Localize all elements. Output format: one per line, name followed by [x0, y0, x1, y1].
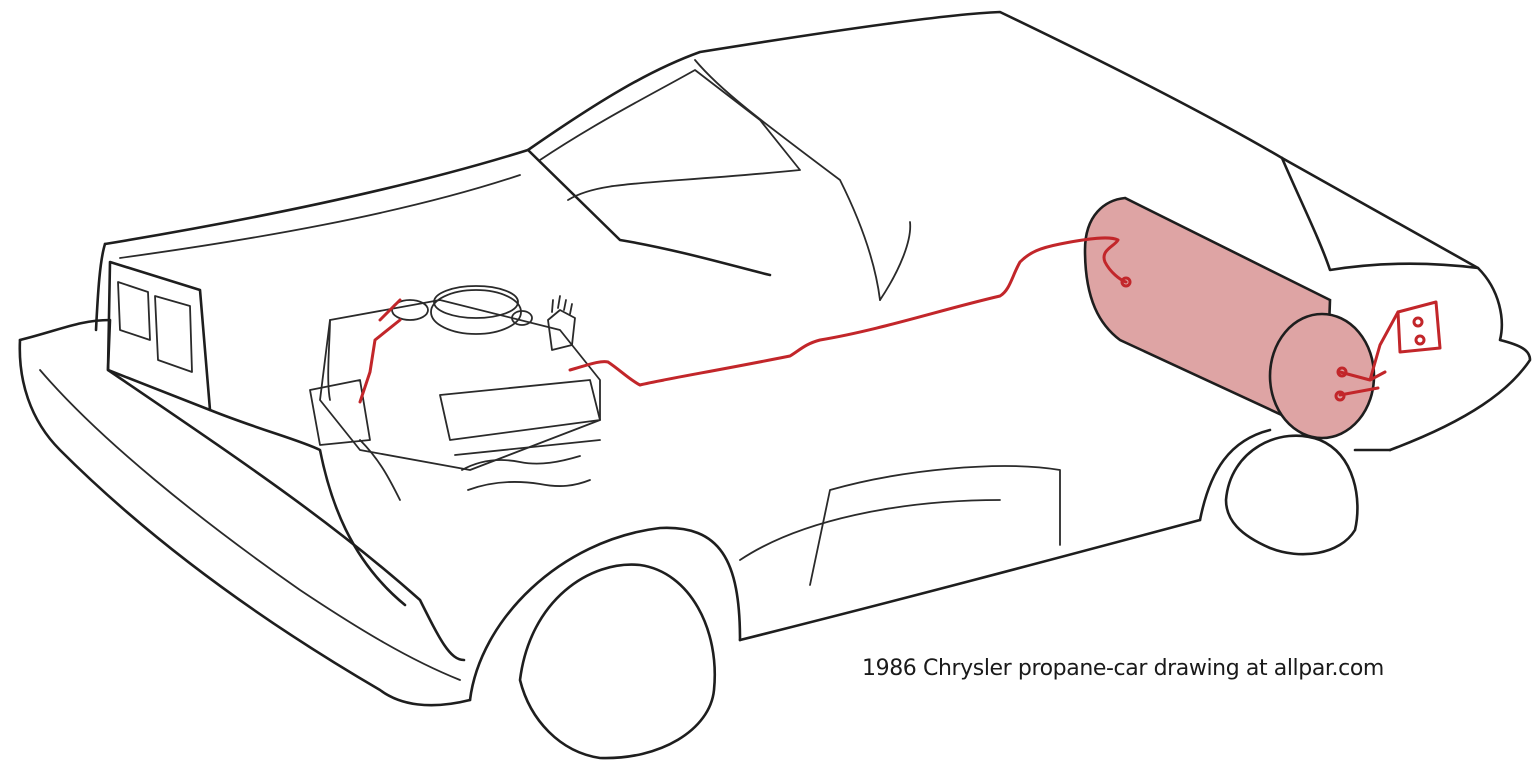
windshield-frame — [540, 70, 800, 200]
windshield — [528, 150, 770, 275]
hood-top — [105, 150, 528, 244]
headlight-left — [118, 282, 150, 340]
fuel-line — [360, 238, 1130, 402]
propane-supply-line — [570, 238, 1126, 385]
exhaust-pipe-2 — [468, 480, 590, 490]
hood-crease — [120, 175, 520, 258]
roof-line — [528, 12, 1282, 158]
exhaust-manifold — [455, 440, 600, 455]
vaporizer-line — [360, 320, 400, 402]
b-pillar — [880, 222, 910, 300]
bumper-lower — [20, 340, 470, 705]
image-caption: 1986 Chrysler propane-car drawing at all… — [862, 656, 1384, 681]
front-wheel-arch — [470, 528, 740, 700]
grille-top — [96, 244, 105, 330]
bracket-hole-2 — [1416, 336, 1424, 344]
engine-belt — [360, 440, 400, 500]
propane-tank — [1085, 198, 1440, 438]
exhaust-pipe-1 — [462, 456, 580, 470]
valve-cover — [440, 380, 600, 440]
front-bumper — [20, 320, 464, 660]
bumper-chrome — [40, 370, 460, 680]
rocker-panel — [740, 520, 1200, 640]
headlight-right — [155, 296, 192, 372]
bracket-hole-1 — [1414, 318, 1422, 326]
rear-wheel — [1226, 436, 1357, 555]
engine — [310, 286, 600, 500]
rear-wheel-arch — [1200, 430, 1270, 520]
body-crease — [740, 500, 1000, 560]
alternator — [310, 380, 370, 445]
front-wheel — [520, 565, 715, 759]
